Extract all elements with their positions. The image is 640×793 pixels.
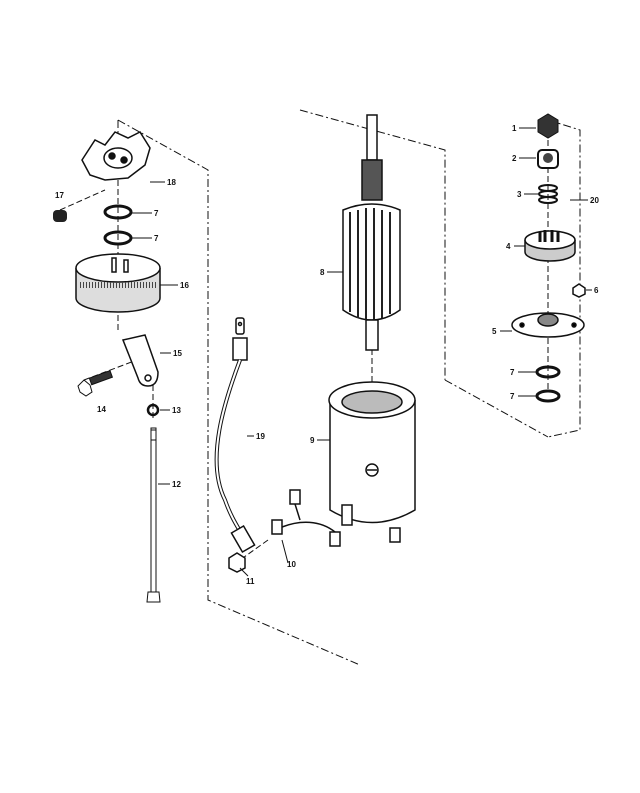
callout-7-left-upper: 7: [154, 209, 159, 218]
callout-3: 3: [517, 190, 522, 199]
part-7-washers-right: [535, 365, 561, 403]
callout-4: 4: [506, 242, 511, 251]
part-1-nut: [537, 113, 559, 139]
part-7-washers-left: [103, 204, 133, 246]
callout-15: 15: [173, 349, 182, 358]
callout-13: 13: [172, 406, 181, 415]
callout-17: 17: [55, 191, 64, 200]
callout-16: 16: [180, 281, 189, 290]
part-10-brush-set: [271, 489, 341, 547]
callout-14: 14: [97, 405, 106, 414]
part-3-spring: [538, 184, 558, 204]
callout-7-left-lower: 7: [154, 234, 159, 243]
callout-2: 2: [512, 154, 517, 163]
right-group-boundary: [444, 119, 581, 438]
callout-20: 20: [590, 196, 599, 205]
part-callouts: 1 2 3 20 4 6 5 7 7 8 9 10 11 12 13 14 15…: [55, 124, 599, 586]
callout-5: 5: [492, 327, 497, 336]
callout-9: 9: [310, 436, 315, 445]
part-6-nut: [572, 283, 586, 298]
part-12-through-bolt: [146, 427, 161, 603]
part-16-brush-housing: [75, 253, 161, 313]
part-19-lead-wire: [214, 317, 256, 554]
center-group-boundary: [299, 109, 446, 380]
callout-11: 11: [246, 577, 255, 586]
part-17-spring: [53, 210, 67, 222]
callout-7-right-lower: 7: [510, 392, 515, 401]
part-9-field-frame: [328, 381, 416, 543]
callout-6: 6: [594, 286, 599, 295]
part-5-drive-end-plate: [511, 312, 585, 338]
callout-7-right-upper: 7: [510, 368, 515, 377]
part-18-end-plate: [81, 131, 151, 181]
part-2-spacer: [537, 149, 559, 169]
part-11-nut: [228, 552, 246, 573]
callout-10: 10: [287, 560, 296, 569]
part-8-armature: [342, 114, 401, 351]
callout-19: 19: [256, 432, 265, 441]
part-14-bolt: [77, 369, 114, 397]
part-15-bracket: [121, 334, 159, 387]
callout-8: 8: [320, 268, 325, 277]
callout-18: 18: [167, 178, 176, 187]
leader-lines: [132, 127, 592, 577]
callout-12: 12: [172, 480, 181, 489]
part-4-pinion-drive: [524, 230, 576, 262]
part-13-lockwasher: [146, 403, 160, 417]
callout-1: 1: [512, 124, 517, 133]
